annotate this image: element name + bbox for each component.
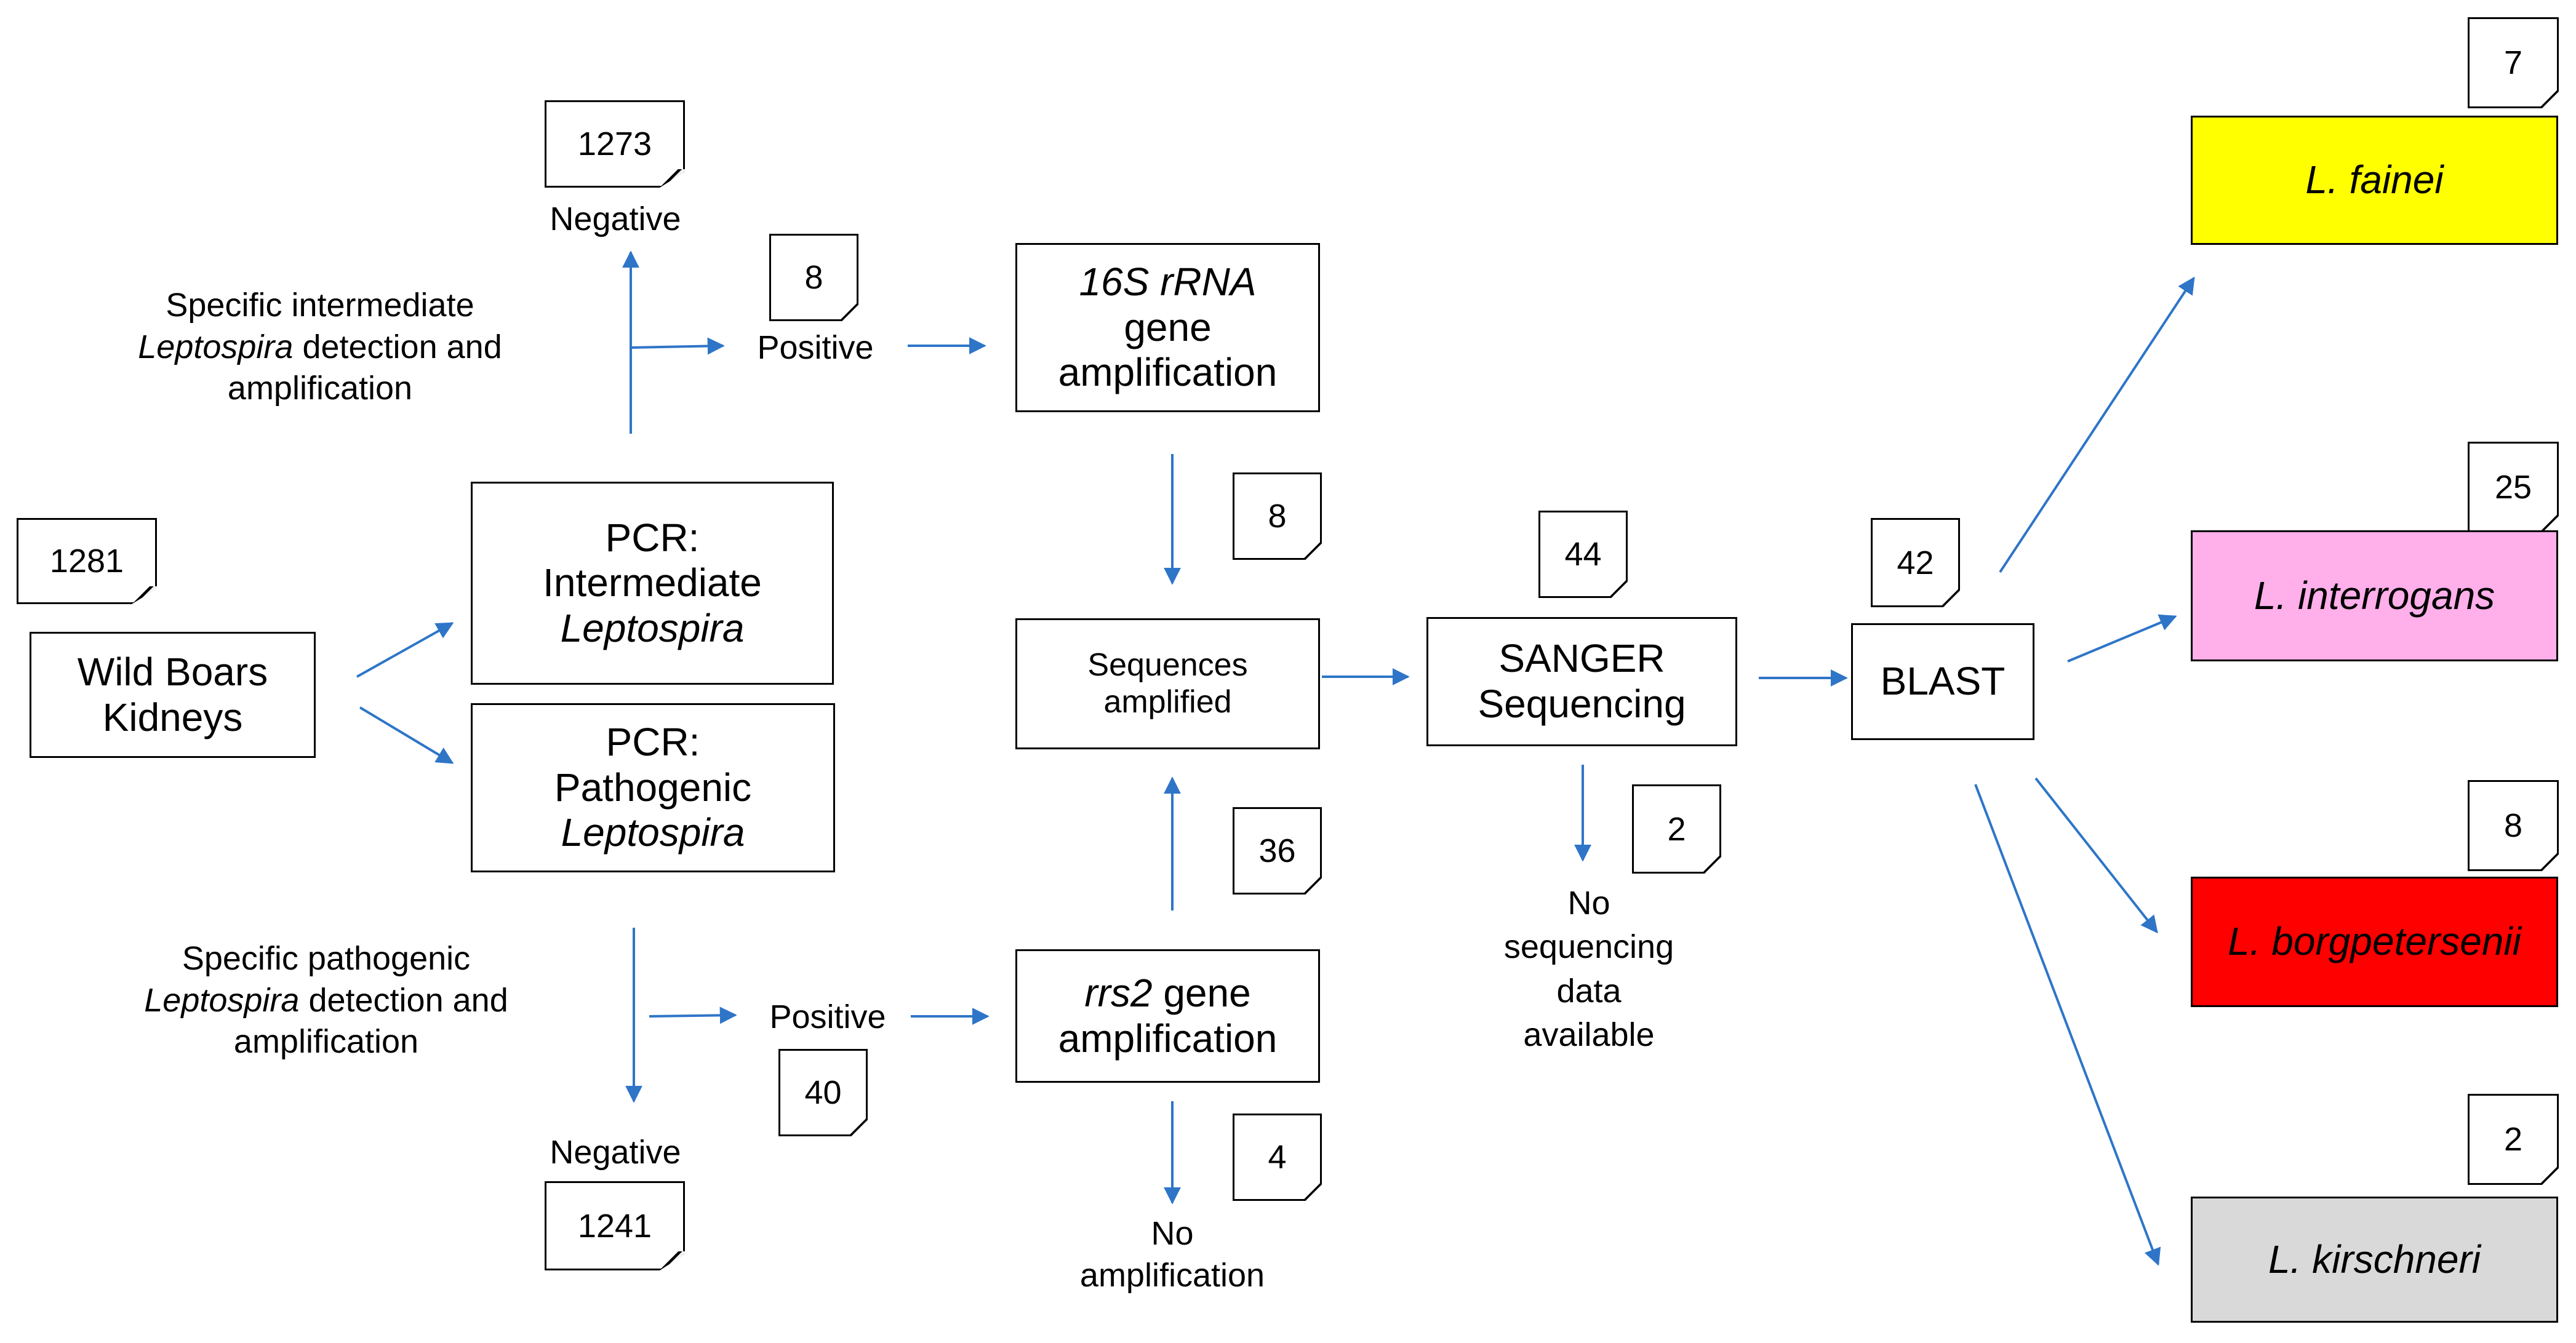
- pcr-intermediate-line2: Intermediate: [543, 560, 762, 605]
- rrs2-gene-box: rrs2 gene amplification: [1015, 949, 1320, 1083]
- wild-boars-line1: Wild Boars: [77, 649, 268, 694]
- count-note-16s-to-sequences: 8: [1233, 472, 1322, 560]
- rrna-16s-line3: amplification: [1058, 350, 1278, 395]
- count-note-no-amplification: 4: [1233, 1114, 1322, 1201]
- intermediate-branch-description: Specific intermediate Leptospira detecti…: [138, 287, 502, 407]
- blast-box: BLAST: [1851, 623, 2034, 740]
- rrna-16s-box: 16S rRNA gene amplification: [1015, 243, 1320, 412]
- count-note-no-sequencing: 2: [1632, 784, 1721, 874]
- pcr-intermediate-line1: PCR:: [605, 515, 700, 560]
- positive-label-pathogenic: Positive: [769, 998, 886, 1035]
- count-note-blast: 42: [1871, 518, 1960, 607]
- count-note-borgpetersenii: 8: [2468, 780, 2559, 871]
- pcr-pathogenic-line2: Pathogenic: [554, 765, 752, 810]
- sanger-line1: SANGER: [1498, 636, 1665, 681]
- pcr-intermediate-line3: Leptospira: [560, 605, 745, 650]
- arrow-blast-to-borgpetersenii: [2034, 777, 2158, 934]
- count-note-positive-pathogenic: 40: [778, 1049, 868, 1136]
- sanger-sequencing-box: SANGER Sequencing: [1426, 617, 1737, 746]
- arrow-boars-to-pathogenic: [359, 706, 454, 764]
- arrow-blast-to-fainei: [1999, 276, 2195, 573]
- rrs2-line1: rrs2 gene: [1084, 970, 1251, 1015]
- species-name-interrogans: L. interrogans: [2254, 573, 2495, 618]
- count-note-interrogans: 25: [2468, 442, 2559, 533]
- positive-label-intermediate: Positive: [757, 329, 874, 366]
- count-note-positive-intermediate: 8: [769, 234, 858, 321]
- count-note-wild-boars: 1281: [17, 518, 157, 604]
- wild-boars-line2: Kidneys: [102, 695, 243, 739]
- arrow-to-positive-pathogenic: [649, 1006, 737, 1024]
- species-name-fainei: L. fainei: [2305, 157, 2444, 202]
- species-box-fainei: L. fainei: [2191, 116, 2558, 245]
- rrna-16s-line1: 16S rRNA: [1079, 260, 1257, 305]
- sequences-line1: Sequences: [1087, 647, 1248, 683]
- arrow-blast-to-interrogans: [2067, 614, 2177, 663]
- sanger-line2: Sequencing: [1478, 682, 1686, 726]
- species-box-borgpetersenii: L. borgpetersenii: [2191, 877, 2558, 1007]
- no-amplification-label: No amplification: [1079, 1215, 1265, 1294]
- species-name-kirschneri: L. kirschneri: [2268, 1237, 2481, 1281]
- species-name-borgpetersenii: L. borgpetersenii: [2228, 919, 2521, 964]
- count-note-negative-pathogenic: 1241: [545, 1181, 685, 1270]
- sequences-amplified-box: Sequences amplified: [1015, 618, 1320, 749]
- wild-boars-kidneys-box: Wild Boars Kidneys: [30, 632, 316, 758]
- blast-label: BLAST: [1880, 659, 2006, 704]
- arrow-blast-to-kirschneri: [1974, 784, 2161, 1266]
- species-box-interrogans: L. interrogans: [2191, 530, 2558, 661]
- no-sequencing-data-label: No sequencing data available: [1503, 885, 1674, 1053]
- pcr-pathogenic-box: PCR: Pathogenic Leptospira: [471, 703, 835, 872]
- arrow-to-positive-intermediate: [630, 337, 725, 355]
- count-note-sanger: 44: [1538, 511, 1628, 598]
- rrs2-line2: amplification: [1058, 1016, 1278, 1061]
- count-note-negative-intermediate: 1273: [545, 100, 685, 188]
- count-note-rrs2-to-sequences: 36: [1233, 807, 1322, 895]
- sequences-line2: amplified: [1103, 683, 1232, 720]
- negative-label-bottom: Negative: [550, 1134, 681, 1171]
- negative-label-top: Negative: [550, 201, 681, 237]
- species-box-kirschneri: L. kirschneri: [2191, 1197, 2558, 1323]
- count-note-fainei: 7: [2468, 17, 2559, 108]
- pcr-pathogenic-line1: PCR:: [606, 720, 700, 765]
- pathogenic-branch-description: Specific pathogenic Leptospira detection…: [144, 940, 508, 1060]
- pcr-pathogenic-line3: Leptospira: [561, 810, 745, 855]
- pcr-intermediate-box: PCR: Intermediate Leptospira: [471, 482, 834, 685]
- rrna-16s-line2: gene: [1124, 305, 1212, 349]
- arrow-boars-to-intermediate: [356, 622, 454, 678]
- count-note-kirschneri: 2: [2468, 1094, 2559, 1185]
